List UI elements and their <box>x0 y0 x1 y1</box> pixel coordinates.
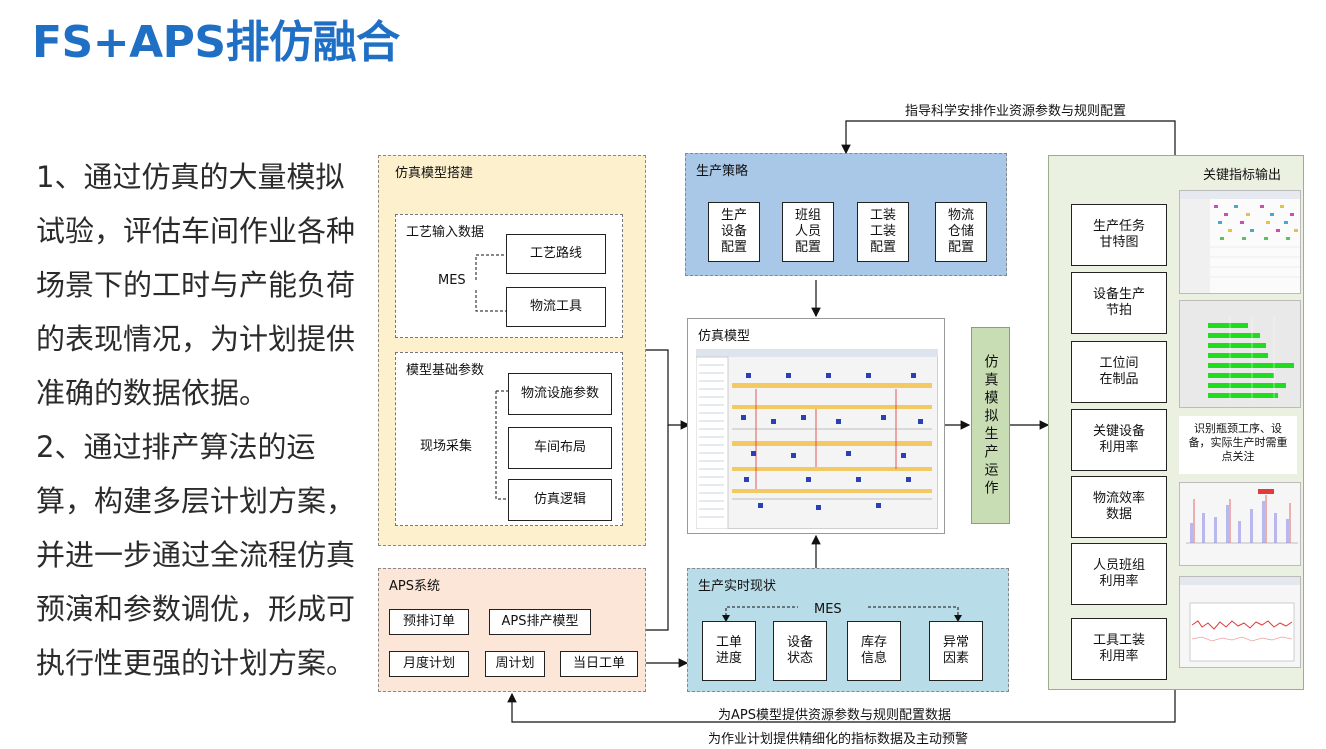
realtime-source: MES <box>814 602 842 617</box>
process-route-box: 工艺路线 <box>506 234 606 274</box>
gantt-thumbnail <box>1179 190 1301 294</box>
logistics-tool-box: 物流工具 <box>506 287 606 327</box>
strategy-title: 生产策略 <box>696 164 749 179</box>
logistics-chart-thumbnail <box>1179 482 1301 566</box>
model-build-title: 仿真模型搭建 <box>395 166 474 181</box>
tooling-config-box: 工装 工装 配置 <box>857 202 909 262</box>
kpi-tooling-util-box: 工具工装 利用率 <box>1071 618 1167 680</box>
kpi-title: 关键指标输出 <box>1203 168 1282 183</box>
kpi-staff-util-box: 人员班组 利用率 <box>1071 543 1167 605</box>
bottom-flow-label-2: 为作业计划提供精细化的指标数据及主动预警 <box>708 732 969 747</box>
staff-util-thumbnail <box>1179 576 1301 668</box>
sim-model-screenshot <box>696 349 938 529</box>
sim-model-title: 仿真模型 <box>698 329 751 344</box>
weekly-plan-box: 周计划 <box>485 651 545 677</box>
page-title: FS+APS排仿融合 <box>32 17 400 68</box>
kpi-equipment-util-box: 关键设备 利用率 <box>1071 409 1167 471</box>
process-input-title: 工艺输入数据 <box>406 225 485 240</box>
equipment-status-box: 设备 状态 <box>773 621 827 681</box>
top-flow-label: 指导科学安排作业资源参数与规则配置 <box>905 104 1127 119</box>
paragraph-1: 1、通过仿真的大量模拟试验，评估车间作业各种场景下的工时与产能负荷的表现情况，为… <box>36 160 356 410</box>
strategy-panel: 生产策略 生产 设备 配置 班组 人员 配置 工装 工装 配置 物流 仓储 配置 <box>685 153 1007 276</box>
aps-model-box: APS排产模型 <box>489 609 591 635</box>
base-params-source: 现场采集 <box>420 439 473 454</box>
monthly-plan-box: 月度计划 <box>389 651 469 677</box>
model-build-panel: 仿真模型搭建 工艺输入数据 MES 工艺路线 物流工具 模型基础参数 现场采集 … <box>378 155 646 546</box>
base-params-group: 模型基础参数 现场采集 物流设施参数 车间布局 仿真逻辑 <box>395 352 623 526</box>
pre-order-box: 预排订单 <box>389 609 469 635</box>
sim-model-panel: 仿真模型 <box>687 318 945 534</box>
order-progress-box: 工单 进度 <box>702 621 756 681</box>
staff-config-box: 班组 人员 配置 <box>782 202 834 262</box>
realtime-title: 生产实时现状 <box>698 579 777 594</box>
exception-factor-box: 异常 因素 <box>929 621 983 681</box>
sim-run-box: 仿真模拟生产运作 <box>971 327 1010 524</box>
inventory-info-box: 库存 信息 <box>847 621 901 681</box>
description-text: 1、通过仿真的大量模拟试验，评估车间作业各种场景下的工时与产能负荷的表现情况，为… <box>36 150 366 690</box>
logistics-params-box: 物流设施参数 <box>508 373 612 415</box>
process-input-source: MES <box>438 273 466 288</box>
sim-run-label: 仿真模拟生产运作 <box>982 353 999 498</box>
bottom-flow-label-1: 为APS模型提供资源参数与规则配置数据 <box>718 708 951 723</box>
process-input-group: 工艺输入数据 MES 工艺路线 物流工具 <box>395 214 623 338</box>
kpi-logistics-box: 物流效率 数据 <box>1071 476 1167 538</box>
workshop-layout-box: 车间布局 <box>508 427 612 469</box>
aps-panel: APS系统 预排订单 APS排产模型 月度计划 周计划 当日工单 <box>378 568 646 692</box>
equipment-config-box: 生产 设备 配置 <box>708 202 760 262</box>
daily-order-box: 当日工单 <box>560 651 638 677</box>
realtime-arrows <box>722 606 962 622</box>
cycle-bar-thumbnail <box>1179 300 1301 408</box>
kpi-panel: 关键指标输出 生产任务 甘特图 设备生产 节拍 工位间 在制品 关键设备 利用率… <box>1048 155 1304 690</box>
kpi-wip-box: 工位间 在制品 <box>1071 341 1167 403</box>
bottleneck-note: 识别瓶颈工序、设备，实际生产时需重点关注 <box>1179 416 1297 474</box>
realtime-panel: 生产实时现状 MES 工单 进度 设备 状态 库存 信息 异常 因素 <box>687 568 1009 692</box>
kpi-gantt-box: 生产任务 甘特图 <box>1071 204 1167 266</box>
kpi-cycle-box: 设备生产 节拍 <box>1071 272 1167 334</box>
paragraph-2: 2、通过排产算法的运算，构建多层计划方案，并进一步通过全流程仿真预演和参数调优，… <box>36 430 356 680</box>
sim-logic-box: 仿真逻辑 <box>508 479 612 521</box>
base-params-title: 模型基础参数 <box>406 363 485 378</box>
warehouse-config-box: 物流 仓储 配置 <box>935 202 987 262</box>
aps-title: APS系统 <box>389 579 440 594</box>
